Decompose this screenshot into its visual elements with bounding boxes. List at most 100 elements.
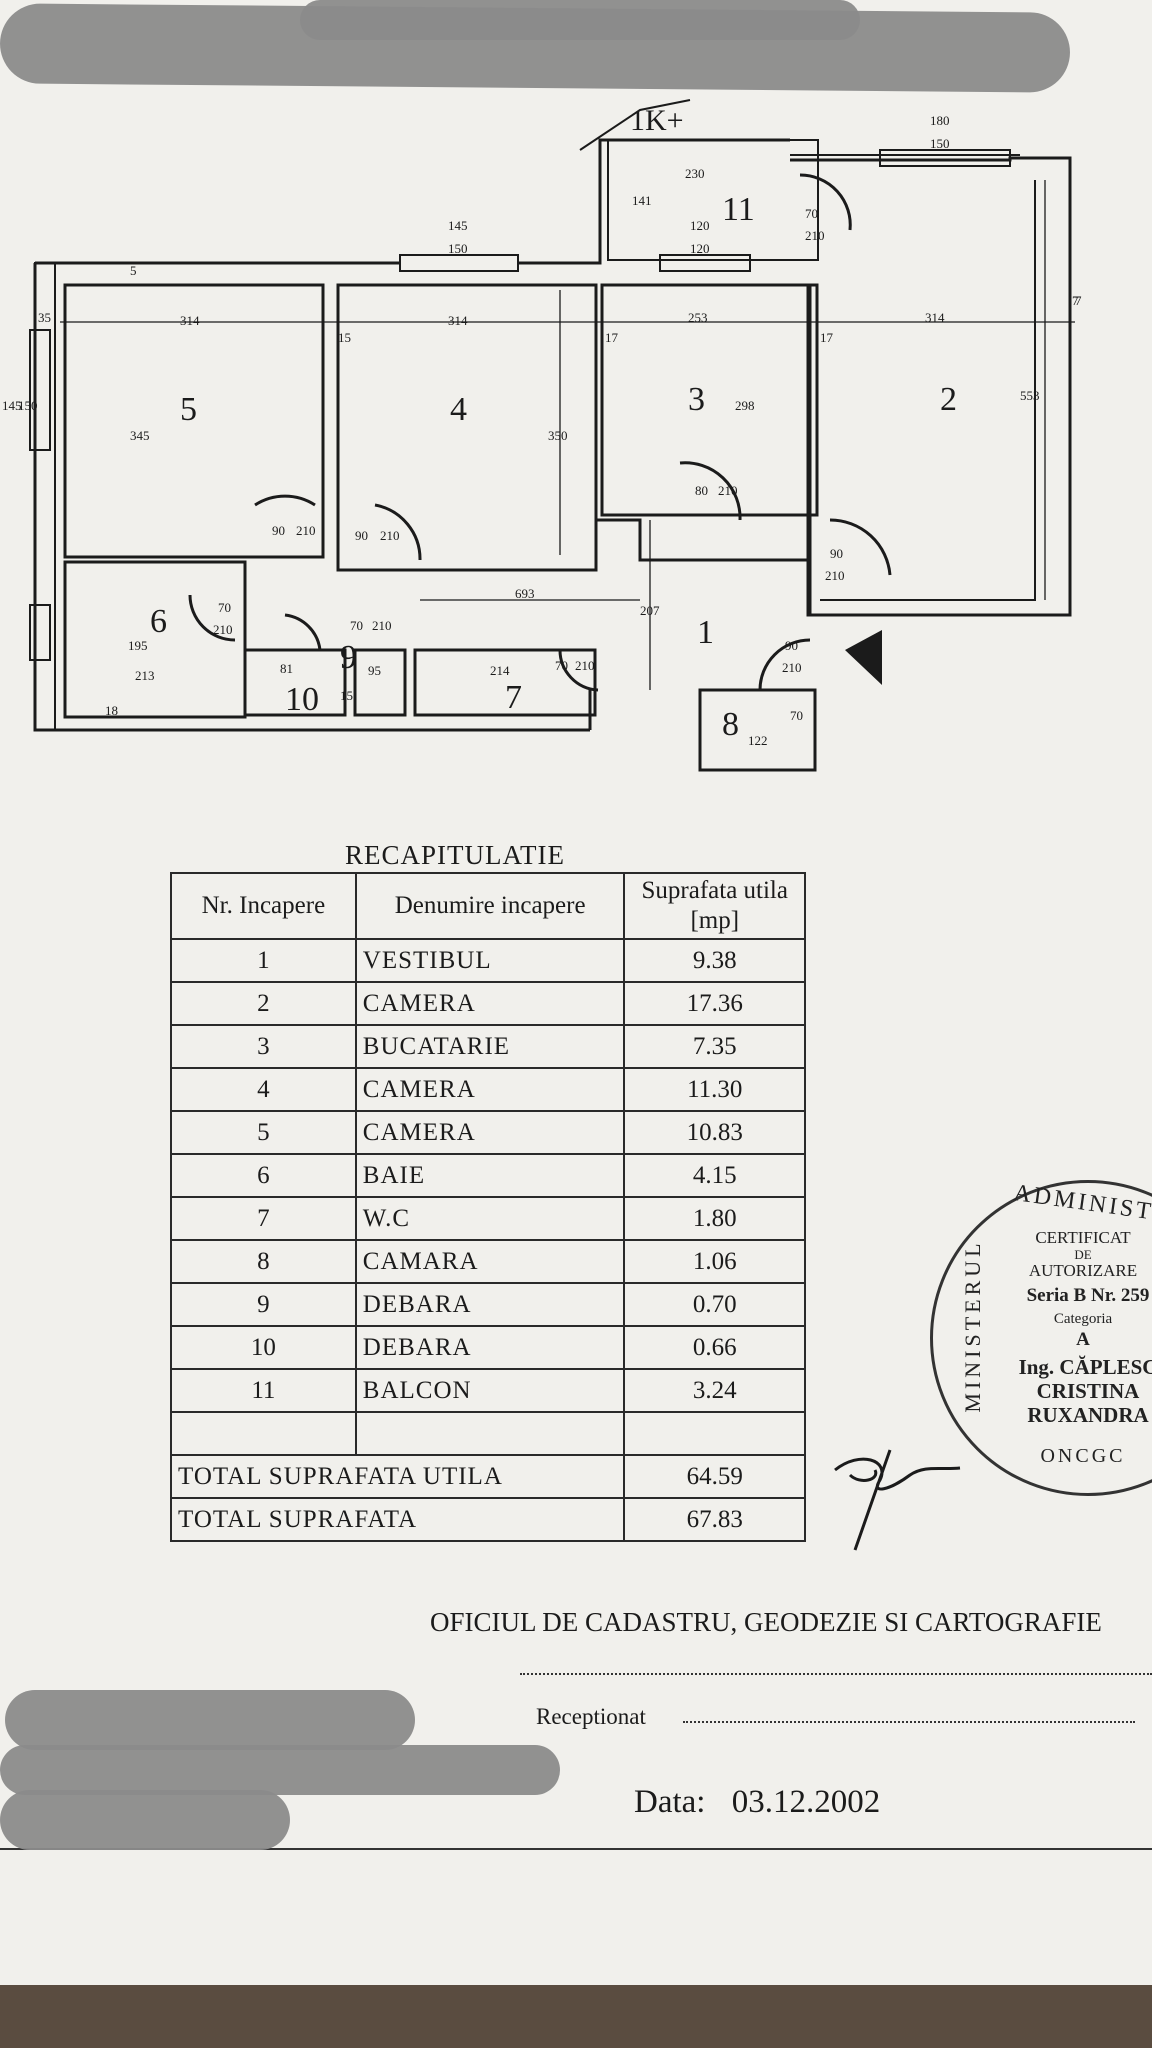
dim-label: 90 [355, 528, 368, 543]
cell-area: 1.06 [623, 1239, 806, 1284]
dim-label: 210 [296, 523, 316, 538]
dim-label: 90 [830, 546, 843, 561]
cell-nr: 4 [170, 1067, 357, 1112]
room-number-8: 8 [722, 706, 739, 743]
dim-label: 553 [1020, 388, 1040, 403]
table-row-empty [170, 1411, 806, 1456]
dotted-line [520, 1673, 1152, 1675]
dim-label: 350 [548, 428, 568, 443]
dim-label: 210 [372, 618, 392, 633]
room-number-11: 11 [722, 191, 755, 228]
dim-label: 17 [820, 330, 834, 345]
cell-name: CAMARA [354, 1239, 626, 1284]
dim-label: 141 [632, 193, 652, 208]
dim-label: 253 [688, 310, 708, 325]
dim-label: 298 [735, 398, 755, 413]
cell-nr: 11 [170, 1368, 357, 1413]
office-name: OFICIUL DE CADASTRU, GEODEZIE SI CARTOGR… [430, 1607, 1102, 1637]
dim-label: 345 [130, 428, 150, 443]
dim-label: 7 [1072, 293, 1079, 308]
dim-label: 210 [380, 528, 400, 543]
cell-nr: 6 [170, 1153, 357, 1198]
stamp-line2: DE [1074, 1247, 1092, 1262]
stamp-arc-bottom: ONCGC [1040, 1445, 1126, 1467]
cell-name: CAMERA [354, 981, 626, 1026]
room-number-9: 9 [340, 639, 357, 676]
dim-label: 145 [2, 398, 22, 413]
room-number-4: 4 [450, 391, 467, 428]
dim-label: 230 [685, 166, 705, 181]
cell-nr: 3 [170, 1024, 357, 1069]
cell-area: 9.38 [623, 938, 806, 983]
dotted-line [683, 1721, 1135, 1723]
total-useful-label: TOTAL SUPRAFATA UTILA [169, 1454, 626, 1499]
dim-label: 150 [18, 398, 38, 413]
stamp-line5: Categoria [1053, 1311, 1113, 1327]
dim-label: 145 [448, 218, 468, 233]
redaction-top-2 [300, 0, 860, 40]
room-number-3: 3 [688, 381, 705, 418]
dim-label: 214 [490, 663, 510, 678]
cell-area: 1.80 [623, 1196, 806, 1241]
total-value: 67.83 [623, 1497, 806, 1542]
dim-label: 17 [605, 330, 619, 345]
dim-label: 35 [38, 310, 51, 325]
total-label: TOTAL SUPRAFATA [169, 1497, 626, 1542]
dim-label: 210 [825, 568, 845, 583]
cell-nr: 9 [170, 1282, 357, 1327]
dim-label: 210 [805, 228, 825, 243]
cell-nr: 5 [170, 1110, 357, 1155]
cell-nr: 7 [170, 1196, 357, 1241]
dim-label: 210 [213, 622, 233, 637]
dim-label: 80 [695, 483, 708, 498]
cell-name: W.C [354, 1196, 626, 1241]
header-mark: 1K+ [630, 104, 684, 137]
cell-nr: 1 [170, 938, 357, 983]
stamp-arc-left: MINISTERUL [960, 1239, 985, 1413]
stamp-line8: CRISTINA [1036, 1379, 1140, 1403]
dim-label: 693 [515, 586, 535, 601]
cell-nr: 2 [170, 981, 357, 1026]
header-name: Denumire incapere [354, 872, 626, 940]
room-number-1: 1 [697, 614, 714, 651]
dim-label: 81 [280, 661, 293, 676]
cell-area: 7.35 [623, 1024, 806, 1069]
dim-label: 15 [340, 688, 353, 703]
room-number-7: 7 [505, 679, 522, 716]
dim-label: 213 [135, 668, 155, 683]
dim-label: 70 [350, 618, 363, 633]
dim-label: 70 [805, 206, 818, 221]
cell-name: BUCATARIE [354, 1024, 626, 1069]
redaction-bottom-2 [0, 1745, 560, 1795]
stamp-line1: CERTIFICAT [1035, 1228, 1131, 1247]
cell-area: 4.15 [623, 1153, 806, 1198]
cell-name: CAMERA [354, 1067, 626, 1112]
dim-label: 122 [748, 733, 768, 748]
dim-label: 314 [925, 310, 945, 325]
cell-name: DEBARA [354, 1325, 626, 1370]
dim-label: 210 [782, 660, 802, 675]
date-value: 03.12.2002 [731, 1784, 881, 1820]
cell-name: CAMERA [354, 1110, 626, 1155]
dim-label: 180 [930, 113, 950, 128]
cell-name: BAIE [354, 1153, 626, 1198]
date-label: Data: [634, 1784, 706, 1820]
dim-label: 207 [640, 603, 660, 618]
header-area: Suprafata utila [mp] [623, 872, 806, 940]
authorization-stamp: ADMINISTR MINISTERUL CERTIFICAT DE AUTOR… [930, 1180, 1152, 1496]
stamp-line4: Seria B Nr. 259 [1026, 1285, 1150, 1306]
dim-label: 210 [718, 483, 738, 498]
room-number-5: 5 [180, 391, 197, 428]
cell-name: BALCON [354, 1368, 626, 1413]
cell-area: 10.83 [623, 1110, 806, 1155]
cell-area: 0.70 [623, 1282, 806, 1327]
header-nr: Nr. Incapere [170, 872, 357, 940]
dim-label: 95 [368, 663, 381, 678]
cell-nr: 10 [170, 1325, 357, 1370]
